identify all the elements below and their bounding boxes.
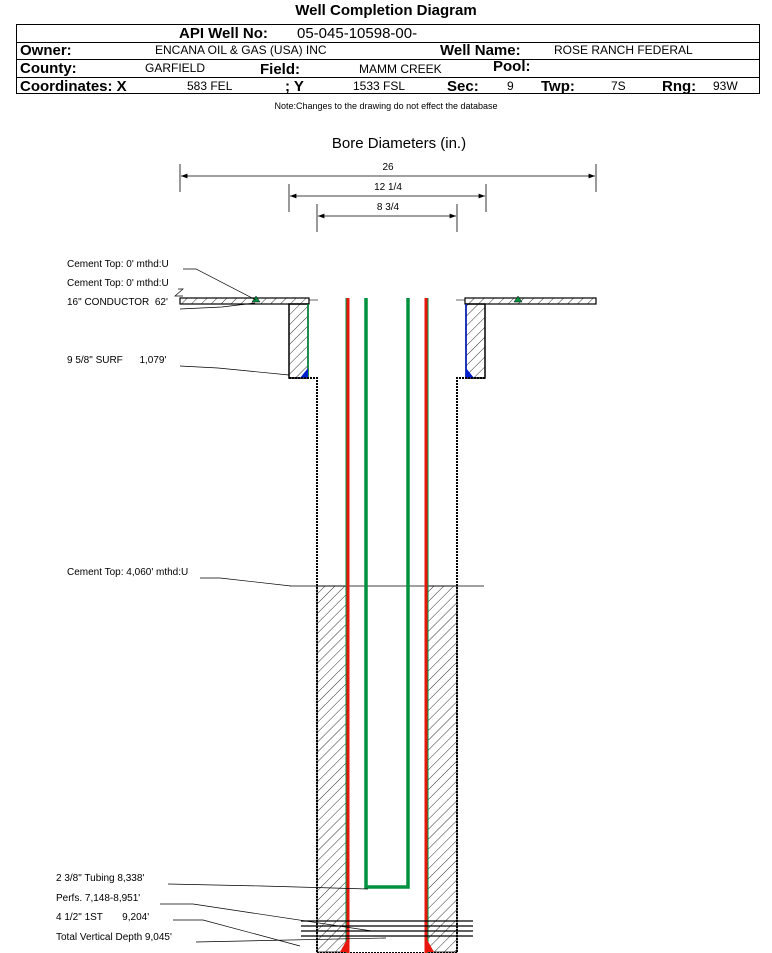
conductor-casing (179, 295, 597, 305)
production-casing (340, 298, 434, 953)
sec-value: 9 (507, 79, 514, 93)
field-label: Field: (260, 61, 300, 78)
rng-label: Rng: (662, 78, 697, 95)
label-cement-top-2: Cement Top: 0' mthd:U (67, 278, 169, 289)
pool-label: Pool: (493, 58, 531, 75)
bore-diameter-8-3-4: 8 3/4 (377, 202, 400, 213)
label-perfs: Perfs. 7,148-8,951' (56, 893, 140, 904)
bore-dimension-lines (179, 164, 597, 232)
bore-diameters-title: Bore Diameters (in.) (332, 135, 466, 152)
owner-label: Owner: (20, 42, 72, 59)
label-production-casing: 4 1/2" 1ST 9,204' (56, 912, 149, 923)
note-text: Note:Changes to the drawing do not effec… (274, 101, 498, 111)
production-cement (290, 585, 484, 953)
api-label: API Well No: (179, 25, 268, 42)
coord-y-label: ; Y (285, 78, 304, 95)
leader-lines (160, 268, 387, 947)
label-tubing: 2 3/8" Tubing 8,338' (56, 873, 144, 884)
perforations (301, 920, 473, 937)
county-label: County: (20, 60, 77, 77)
label-total-vertical-depth: Total Vertical Depth 9,045' (56, 932, 172, 943)
surface-cement (288, 303, 486, 379)
tubing (364, 298, 410, 889)
county-value: GARFIELD (145, 61, 206, 75)
label-cement-top-1: Cement Top: 0' mthd:U (67, 259, 169, 270)
coord-x-label: Coordinates: X (20, 78, 127, 95)
twp-value: 7S (611, 79, 626, 93)
label-surface-casing: 9 5/8" SURF 1,079' (67, 355, 166, 366)
coordinates-row: Coordinates: X 583 FEL ; Y 1533 FSL Sec:… (17, 78, 759, 95)
label-cement-top-3: Cement Top: 4,060' mthd:U (67, 567, 188, 578)
coord-y-value: 1533 FSL (353, 79, 406, 93)
coord-x-value: 583 FEL (187, 79, 233, 93)
label-conductor: 16" CONDUCTOR 62' (67, 297, 168, 308)
well-name-value: ROSE RANCH FEDERAL (554, 43, 693, 57)
county-row: County: GARFIELD Field: MAMM CREEK Pool: (17, 58, 759, 78)
owner-value: ENCANA OIL & GAS (USA) INC (155, 43, 327, 57)
well-name-label: Well Name: (440, 42, 521, 59)
rng-value: 93W (713, 79, 738, 93)
bore-diameter-12-1-4: 12 1/4 (374, 182, 402, 193)
twp-label: Twp: (541, 78, 575, 95)
field-value: MAMM CREEK (359, 62, 442, 76)
sec-label: Sec: (447, 78, 479, 95)
api-value: 05-045-10598-00- (297, 25, 418, 42)
well-header-table: API Well No: 05-045-10598-00- Owner: ENC… (16, 24, 760, 95)
api-row: API Well No: 05-045-10598-00- (17, 25, 759, 43)
owner-row: Owner: ENCANA OIL & GAS (USA) INC Well N… (17, 42, 759, 60)
bore-diameter-26: 26 (382, 162, 394, 173)
page-title: Well Completion Diagram (295, 2, 477, 19)
